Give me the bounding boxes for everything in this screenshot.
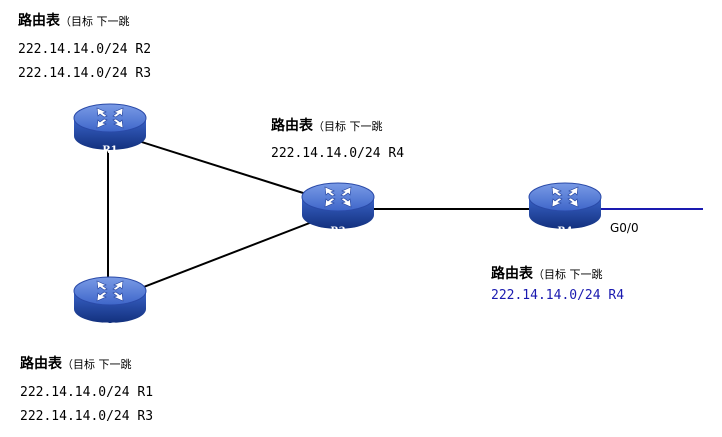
port-label-g0-0: G0/0 bbox=[610, 221, 639, 235]
router-r2[interactable]: R2 bbox=[73, 276, 147, 333]
routing-table-subtitle: （目标 下一跳 bbox=[60, 15, 130, 28]
routing-table-r2-row: 222.14.14.0/24 R1 bbox=[20, 385, 154, 400]
routing-table-r3-row: 222.14.14.0/24 R4 bbox=[271, 146, 405, 161]
routing-table-title: 路由表 bbox=[271, 118, 313, 134]
routing-table-r1-row: 222.14.14.0/24 R2 bbox=[18, 42, 152, 57]
router-label: R1 bbox=[102, 145, 117, 156]
router-r3[interactable]: R3 bbox=[301, 182, 375, 237]
routing-table-r3-header: 路由表（目标 下一跳 bbox=[271, 117, 383, 133]
link-r1-r3 bbox=[109, 131, 339, 205]
router-label: R2 bbox=[102, 322, 117, 333]
routing-table-r1-header: 路由表（目标 下一跳 bbox=[18, 12, 130, 28]
routing-table-r4-row: 222.14.14.0/24 R4 bbox=[491, 288, 625, 303]
routing-table-r1-row: 222.14.14.0/24 R3 bbox=[18, 66, 152, 81]
router-label: R4 bbox=[557, 226, 572, 237]
routing-table-r4-header: 路由表（目标 下一跳 bbox=[491, 265, 603, 281]
routing-table-title: 路由表 bbox=[18, 13, 60, 29]
routing-table-r2-header: 路由表（目标 下一跳 bbox=[20, 355, 132, 371]
router-r4[interactable]: R4 bbox=[528, 182, 602, 237]
routing-table-subtitle: （目标 下一跳 bbox=[62, 358, 132, 371]
links bbox=[107, 131, 703, 301]
router-r1[interactable]: R1 bbox=[73, 103, 147, 156]
routing-table-r2-row: 222.14.14.0/24 R3 bbox=[20, 409, 154, 424]
router-label: R3 bbox=[330, 226, 345, 237]
link-r2-r3 bbox=[109, 211, 339, 301]
routing-table-subtitle: （目标 下一跳 bbox=[533, 268, 603, 281]
routing-table-title: 路由表 bbox=[20, 356, 62, 372]
routing-table-title: 路由表 bbox=[491, 266, 533, 282]
routing-table-subtitle: （目标 下一跳 bbox=[313, 120, 383, 133]
